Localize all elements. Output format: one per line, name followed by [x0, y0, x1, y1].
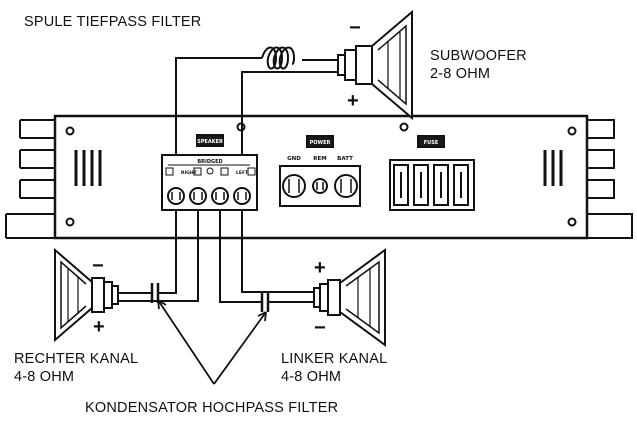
terminal-r-neg	[167, 187, 185, 205]
left-channel-speaker	[313, 248, 386, 347]
fuse-tag: FUSE	[424, 140, 439, 146]
subwoofer-neg-sign: −	[349, 17, 361, 39]
right-wire-a	[158, 210, 177, 294]
right-channel-ohm: 4-8 OHM	[14, 369, 75, 385]
sub-pos-wire	[241, 71, 338, 155]
terminal-l-neg	[233, 187, 251, 205]
coil-filter-label: SPULE TIEFPASS FILTER	[24, 14, 202, 30]
left-heatsink	[5, 119, 55, 239]
left-vent	[74, 150, 102, 186]
power-terminal-block: POWER GND REM BATT	[279, 135, 361, 207]
batt-label: BATT	[337, 156, 353, 162]
left-wire-a	[219, 210, 262, 303]
subwoofer-speaker	[337, 9, 413, 121]
right-pos-sign: +	[93, 316, 105, 338]
amplifier	[5, 114, 633, 240]
speaker-terminal-block: SPEAKER BRIDGED RIGHT LEFT	[161, 134, 258, 211]
left-pos-sign: +	[314, 257, 326, 279]
gnd-terminal	[282, 174, 306, 198]
right-terminal-label: RIGHT	[181, 170, 198, 176]
terminal-l-pos	[211, 187, 229, 205]
fuse-block: FUSE	[389, 135, 475, 211]
sub-neg-wire	[175, 57, 262, 155]
right-wire-b	[118, 210, 199, 302]
power-tag: POWER	[310, 140, 331, 146]
capacitor-filter-label: KONDENSATOR HOCHPASS FILTER	[85, 400, 339, 416]
amp-chassis	[53, 114, 589, 240]
speaker-tag: SPEAKER	[197, 139, 223, 145]
right-channel-title: RECHTER KANAL	[14, 351, 139, 367]
right-heatsink	[587, 119, 633, 239]
left-channel-ohm: 4-8 OHM	[281, 369, 342, 385]
subwoofer-ohm: 2-8 OHM	[430, 66, 491, 82]
right-vent	[543, 150, 563, 186]
left-terminal-label: LEFT	[236, 170, 249, 176]
right-channel-speaker	[54, 247, 119, 343]
left-wire-b	[241, 210, 314, 293]
left-channel-title: LINKER KANAL	[281, 351, 388, 367]
rem-terminal	[312, 178, 328, 194]
subwoofer-pos-sign: +	[347, 90, 359, 112]
gnd-label: GND	[287, 156, 301, 162]
subwoofer-title: SUBWOOFER	[430, 48, 527, 64]
batt-terminal	[334, 174, 358, 198]
sub-coil	[261, 46, 296, 70]
rem-label: REM	[313, 156, 326, 162]
right-neg-sign: −	[92, 255, 104, 277]
bridged-tag: BRIDGED	[197, 159, 222, 165]
left-neg-sign: −	[314, 317, 326, 339]
terminal-r-pos	[189, 187, 207, 205]
cap-arrow-right	[213, 311, 267, 385]
cap-arrow-left	[157, 299, 215, 385]
wiring	[118, 46, 338, 385]
